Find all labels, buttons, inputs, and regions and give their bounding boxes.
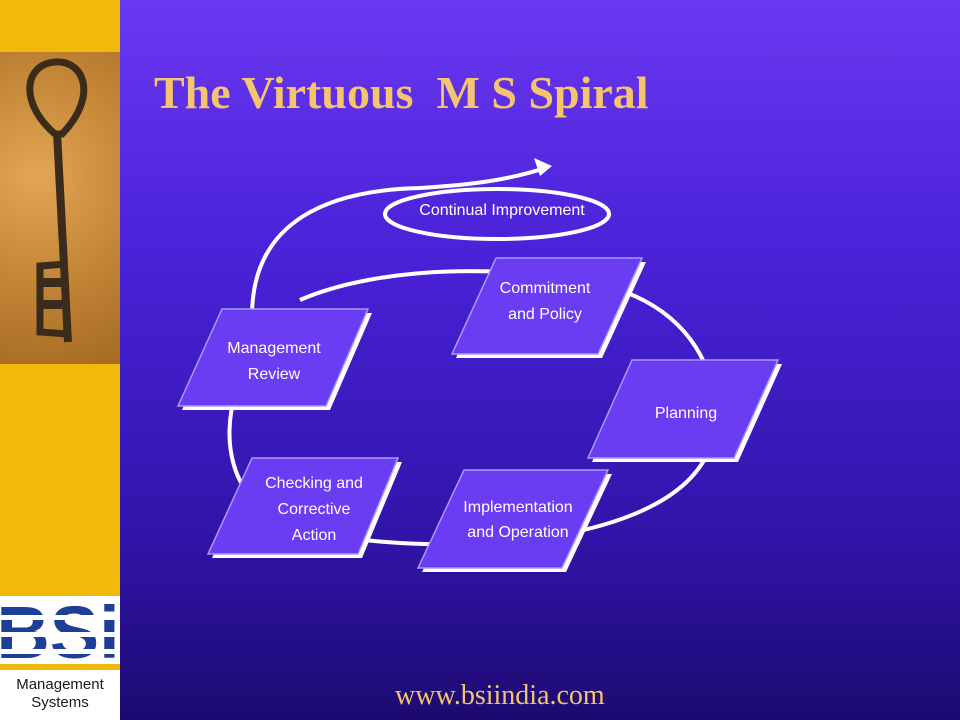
step-checking-line3: Action bbox=[292, 527, 336, 544]
spiral-arrowhead bbox=[534, 158, 552, 176]
logo-subtitle-line1: Management bbox=[16, 676, 104, 693]
step-commitment: Commitment and Policy bbox=[450, 257, 646, 358]
slide-title: The Virtuous M S Spiral bbox=[154, 67, 649, 118]
step-checking-line1: Checking and bbox=[265, 475, 363, 492]
continual-improvement-label: Continual Improvement bbox=[419, 202, 585, 219]
key-image bbox=[0, 52, 120, 364]
step-implementation-line2: and Operation bbox=[467, 524, 568, 541]
step-implementation: Implementation and Operation bbox=[416, 469, 612, 572]
logo-subtitle: Management Systems bbox=[4, 676, 116, 712]
step-planning: Planning bbox=[586, 359, 782, 462]
spiral-outer-arc bbox=[250, 165, 549, 317]
footer-url: www.bsiindia.com bbox=[395, 680, 605, 711]
continual-improvement-ring bbox=[383, 187, 611, 241]
bsi-logo: BSi bbox=[0, 598, 120, 670]
step-checking-line2: Corrective bbox=[278, 501, 351, 518]
logo-subtitle-line2: Systems bbox=[31, 694, 89, 711]
step-commitment-line1: Commitment bbox=[500, 280, 591, 297]
sidebar: BSi Management Systems bbox=[0, 0, 120, 720]
key-icon bbox=[26, 58, 88, 343]
step-checking: Checking and Corrective Action bbox=[206, 457, 402, 558]
step-commitment-line2: and Policy bbox=[508, 306, 582, 323]
step-review-line1: Management bbox=[227, 340, 321, 357]
step-implementation-line1: Implementation bbox=[463, 499, 572, 516]
step-review-line2: Review bbox=[248, 366, 301, 383]
step-planning-line1: Planning bbox=[655, 405, 717, 422]
step-review: Management Review bbox=[176, 308, 372, 410]
